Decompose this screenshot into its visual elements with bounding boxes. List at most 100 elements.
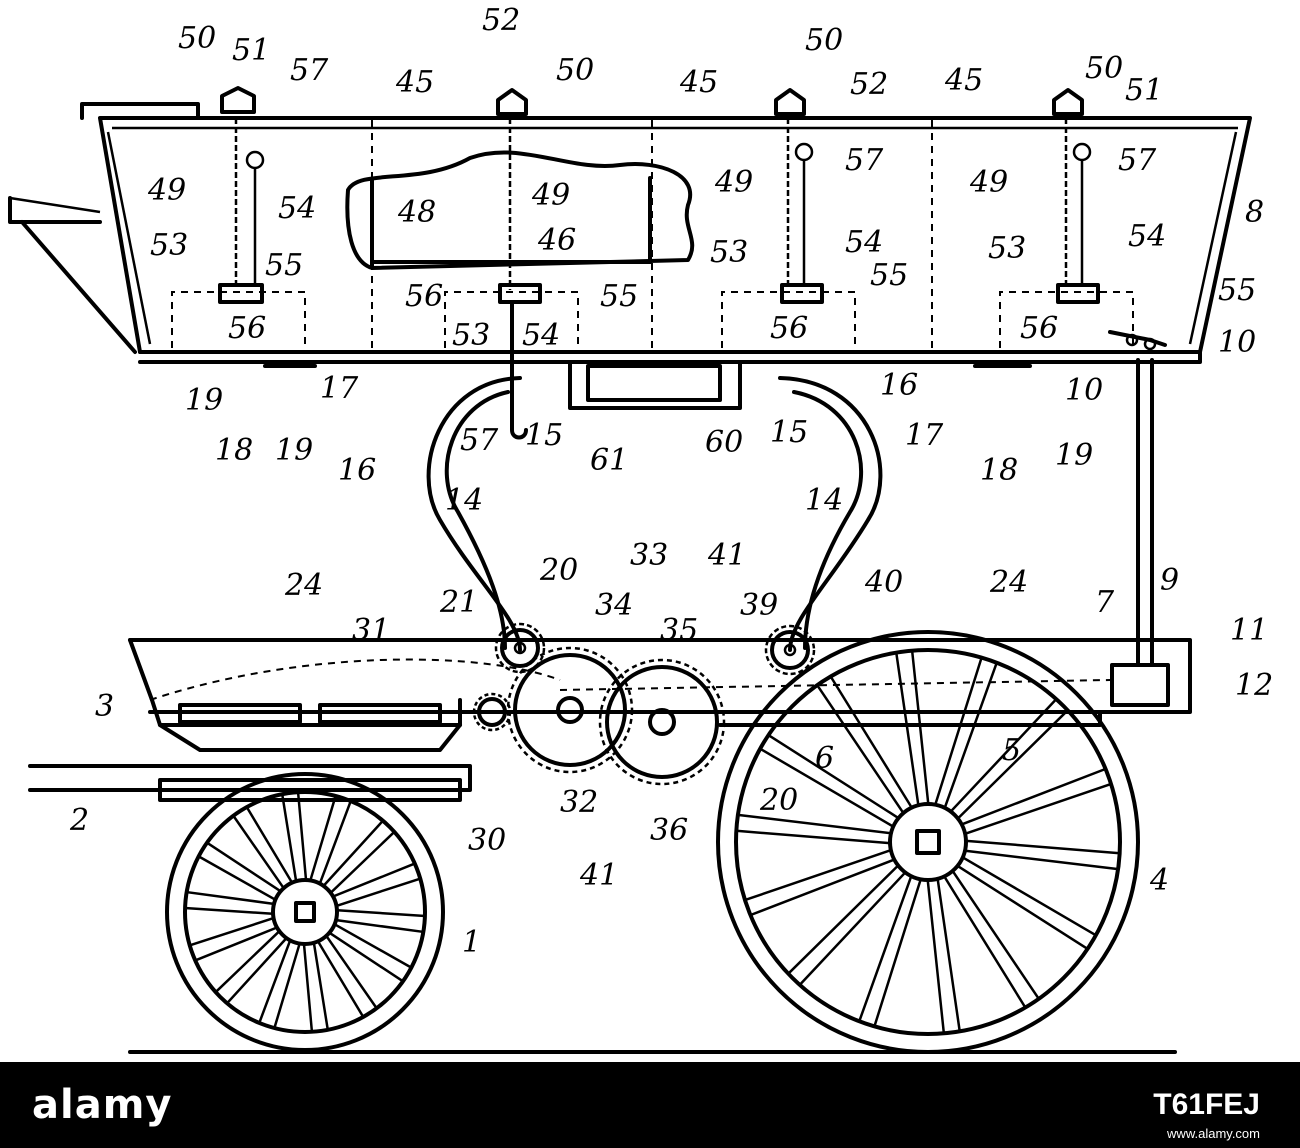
label-20: 20 [759, 783, 798, 818]
watermark-bar: alamy T61FEJ www.alamy.com [0, 1062, 1300, 1148]
label-50: 50 [178, 21, 216, 56]
label-55: 55 [600, 279, 638, 314]
label-35: 35 [660, 613, 698, 648]
image-id: T61FEJ [1153, 1088, 1260, 1121]
label-4: 4 [1149, 863, 1169, 898]
front-wheel-spoke [184, 890, 274, 916]
front-wheel [165, 772, 445, 1052]
label-41: 41 [579, 858, 618, 893]
rear-wheel [716, 630, 1140, 1054]
label-55: 55 [1218, 273, 1256, 308]
label-45: 45 [679, 65, 718, 100]
label-54: 54 [1128, 219, 1166, 254]
label-12: 12 [1235, 668, 1273, 703]
rear-wheel-spoke [816, 675, 913, 814]
gear-35 [598, 658, 726, 786]
label-30: 30 [468, 823, 506, 858]
label-6: 6 [815, 741, 834, 776]
label-2: 2 [69, 803, 89, 838]
label-21: 21 [439, 585, 478, 620]
label-53: 53 [988, 231, 1026, 266]
label-54: 54 [278, 191, 316, 226]
label-20: 20 [539, 553, 578, 588]
label-57: 57 [1118, 143, 1157, 178]
front-wheel-spoke [336, 908, 426, 934]
label-53: 53 [452, 318, 490, 353]
label-49: 49 [147, 173, 186, 208]
label-41: 41 [707, 538, 746, 573]
label-36: 36 [650, 813, 688, 848]
image-id-block: T61FEJ www.alamy.com [1153, 1088, 1260, 1141]
front-wheel-spoke [280, 791, 308, 882]
label-10: 10 [1065, 373, 1103, 408]
pinion-30 [472, 692, 512, 732]
rear-wheel-spoke [950, 698, 1069, 820]
rear-wheel-spoke [926, 878, 961, 1034]
rear-wheel-spoke [744, 849, 895, 917]
label-31: 31 [352, 613, 390, 648]
label-49: 49 [714, 165, 753, 200]
label-49: 49 [969, 165, 1008, 200]
label-45: 45 [395, 65, 434, 100]
label-10: 10 [1218, 325, 1256, 360]
front-wheel-spoke [317, 935, 378, 1018]
label-53: 53 [150, 228, 188, 263]
label-9: 9 [1160, 563, 1179, 598]
front-wheel-spoke [214, 930, 288, 1005]
label-52: 52 [850, 67, 888, 102]
label-33: 33 [630, 538, 668, 573]
label-19: 19 [1055, 438, 1093, 473]
label-51: 51 [232, 33, 270, 68]
label-1: 1 [462, 925, 481, 960]
label-50: 50 [1085, 51, 1123, 86]
label-56: 56 [770, 311, 808, 346]
label-48: 48 [397, 195, 436, 230]
front-wheel-spoke [232, 806, 293, 889]
label-56: 56 [405, 279, 443, 314]
label-7: 7 [1095, 585, 1115, 620]
label-15: 15 [770, 415, 808, 450]
rear-wheel-spoke [787, 864, 906, 986]
rear-wheel-spoke [895, 650, 930, 806]
label-14: 14 [445, 483, 483, 518]
label-56: 56 [1020, 311, 1058, 346]
label-11: 11 [1230, 613, 1268, 648]
label-49: 49 [531, 178, 570, 213]
label-19: 19 [275, 433, 313, 468]
front-wheel-spoke [257, 940, 301, 1029]
label-32: 32 [560, 785, 598, 820]
label-50: 50 [805, 23, 843, 58]
label-55: 55 [870, 258, 908, 293]
sprocket-20-rear [764, 624, 816, 676]
label-3: 3 [95, 689, 114, 724]
rear-wheel-spoke [957, 856, 1097, 951]
label-15: 15 [525, 418, 563, 453]
underframe [263, 330, 1170, 707]
wagon-box [8, 102, 1252, 364]
label-18: 18 [215, 433, 253, 468]
label-14: 14 [805, 483, 843, 518]
label-39: 39 [740, 588, 778, 623]
label-61: 61 [590, 443, 628, 478]
rear-wheel-spoke [943, 870, 1040, 1009]
label-57: 57 [460, 423, 499, 458]
label-50: 50 [556, 53, 594, 88]
label-54: 54 [845, 225, 883, 260]
front-wheel-spoke [197, 841, 281, 901]
label-16: 16 [880, 368, 918, 403]
rear-wheel-spoke [759, 733, 899, 828]
gear-train [472, 622, 816, 786]
front-wheel-spoke [329, 923, 413, 983]
label-56: 56 [228, 311, 266, 346]
front-wheel-spoke [189, 917, 278, 962]
image-id-caption: www.alamy.com [1167, 1126, 1260, 1141]
front-wheel-spoke [332, 862, 421, 907]
patent-drawing: 50 51 57 45 52 50 45 50 52 45 50 51 49 5… [8, 3, 1273, 1054]
label-57: 57 [290, 53, 329, 88]
label-5: 5 [1002, 733, 1021, 768]
reference-numerals: 50 51 57 45 52 50 45 50 52 45 50 51 49 5… [69, 3, 1273, 960]
rear-wheel-spoke [736, 813, 891, 845]
label-24: 24 [989, 565, 1028, 600]
front-wheel-spoke [309, 795, 353, 884]
label-57: 57 [845, 143, 884, 178]
